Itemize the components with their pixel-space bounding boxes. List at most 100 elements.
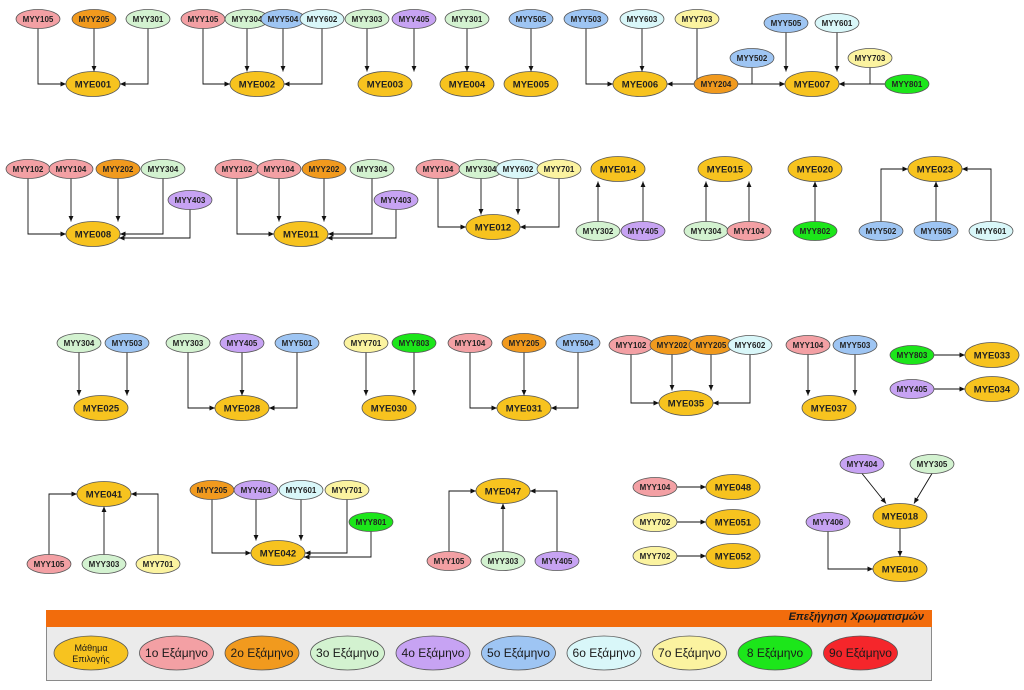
legend-item-sem6: 6ο Εξάμηνο	[566, 635, 642, 671]
course-code: MYE028	[224, 403, 260, 414]
course-code: MYY602	[735, 341, 766, 350]
course-code: MYE003	[367, 79, 403, 90]
legend-item-sem7: 7ο Εξάμηνο	[652, 635, 727, 671]
course-node-mye041: MYE041	[76, 481, 132, 507]
course-node-myy502: MYY502	[858, 221, 904, 241]
course-node-myy104: MYY104	[447, 333, 493, 353]
course-code: MYE002	[239, 79, 275, 90]
course-code: MYY403	[175, 196, 206, 205]
course-code: MYY104	[455, 339, 486, 348]
course-code: MYY403	[381, 196, 412, 205]
course-node-mye028: MYE028	[214, 395, 270, 421]
course-node-mye008: MYE008	[65, 221, 121, 247]
course-code: MYY404	[847, 460, 878, 469]
course-code: MYY304	[64, 339, 95, 348]
prerequisite-arrow	[713, 354, 751, 406]
course-code: MYY703	[855, 54, 886, 63]
course-node-mye005: MYE005	[503, 71, 559, 97]
course-code: MYY303	[173, 339, 204, 348]
course-code: MYY405	[628, 227, 659, 236]
course-code: MYY105	[434, 557, 465, 566]
course-node-myy601: MYY601	[968, 221, 1014, 241]
course-code: MYY803	[399, 339, 430, 348]
course-code: MYY603	[627, 15, 658, 24]
legend-item-sem9: 9ο Εξάμηνο	[823, 635, 898, 671]
course-node-myy701: MYY701	[324, 480, 370, 500]
course-node-myy403: MYY403	[167, 190, 213, 210]
course-code: MYE001	[75, 79, 112, 90]
course-node-myy102: MYY102	[608, 335, 654, 355]
course-node-myy205: MYY205	[501, 333, 547, 353]
legend-item-sem1: 1ο Εξάμηνο	[139, 635, 214, 671]
legend-label: 3ο Εξάμηνο	[316, 646, 379, 660]
course-code: MYY303	[488, 557, 519, 566]
course-code: MYY202	[657, 341, 688, 350]
course-code: MYY104	[734, 227, 765, 236]
course-node-myy105: MYY105	[15, 9, 61, 29]
course-code: MYE018	[882, 511, 918, 522]
legend-label: Επιλογής	[72, 654, 110, 664]
course-code: MYY301	[133, 15, 164, 24]
course-code: MYE008	[75, 229, 111, 240]
legend-label: 6ο Εξάμηνο	[573, 646, 636, 660]
legend-item-sem4: 4ο Εξάμηνο	[395, 635, 471, 671]
course-code: MYY105	[34, 560, 65, 569]
course-node-mye031: MYE031	[496, 395, 552, 421]
legend-label: 7ο Εξάμηνο	[658, 646, 721, 660]
course-code: MYE031	[506, 403, 543, 414]
course-node-myy104: MYY104	[415, 159, 461, 179]
course-node-myy405: MYY405	[620, 221, 666, 241]
course-node-myy104: MYY104	[256, 159, 302, 179]
course-node-myy205: MYY205	[71, 9, 117, 29]
course-code: MYE005	[513, 79, 550, 90]
course-code: MYY104	[793, 341, 824, 350]
legend-label: Μάθημα	[74, 643, 107, 653]
prerequisite-arrow	[202, 28, 230, 87]
course-code: MYY505	[921, 227, 952, 236]
course-node-myy504: MYY504	[555, 333, 601, 353]
prerequisite-arrow	[630, 354, 659, 406]
course-node-myy803: MYY803	[889, 345, 935, 365]
course-code: MYY102	[13, 165, 44, 174]
course-code: MYY302	[583, 227, 614, 236]
course-code: MYY104	[423, 165, 454, 174]
course-code: MYY601	[976, 227, 1007, 236]
course-node-mye002: MYE002	[229, 71, 285, 97]
course-node-myy505: MYY505	[763, 13, 809, 33]
course-node-myy602: MYY602	[495, 159, 541, 179]
course-node-mye030: MYE030	[361, 395, 417, 421]
course-node-myy403: MYY403	[373, 190, 419, 210]
course-node-mye051: MYE051	[705, 509, 761, 535]
course-code: MYY405	[227, 339, 258, 348]
course-node-myy301: MYY301	[125, 9, 171, 29]
prerequisite-arrow	[469, 352, 497, 411]
course-code: MYY701	[332, 486, 363, 495]
prerequisite-arrow	[551, 352, 579, 411]
course-node-mye020: MYE020	[787, 156, 843, 182]
course-code: MYE006	[622, 79, 658, 90]
course-node-myy202: MYY202	[649, 335, 695, 355]
course-code: MYY205	[696, 341, 727, 350]
course-code: MYY301	[452, 15, 483, 24]
course-code: MYY104	[640, 483, 671, 492]
course-node-myy105: MYY105	[180, 9, 226, 29]
prerequisite-arrow	[530, 488, 558, 552]
course-code: MYY204	[701, 80, 732, 89]
course-node-mye052: MYE052	[705, 543, 761, 569]
course-node-mye034: MYE034	[964, 376, 1020, 402]
prerequisite-arrow	[236, 178, 274, 237]
course-node-myy405: MYY405	[889, 379, 935, 399]
course-node-myy405: MYY405	[219, 333, 265, 353]
course-node-myy405: MYY405	[534, 551, 580, 571]
course-node-myy303: MYY303	[81, 554, 127, 574]
course-node-myy304: MYY304	[349, 159, 395, 179]
course-node-mye025: MYE025	[73, 395, 129, 421]
course-node-myy205: MYY205	[189, 480, 235, 500]
course-node-myy503: MYY503	[832, 335, 878, 355]
course-node-myy701: MYY701	[536, 159, 582, 179]
course-code: MYE020	[797, 164, 833, 175]
course-node-mye006: MYE006	[612, 71, 668, 97]
course-node-mye004: MYE004	[439, 71, 495, 97]
course-code: MYY303	[89, 560, 120, 569]
